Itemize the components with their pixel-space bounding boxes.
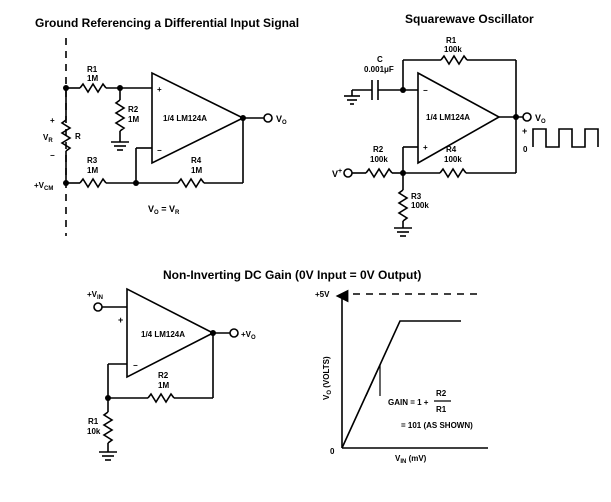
ni-r1-resistor [102,411,114,444]
r3-resistor [79,177,107,189]
ground-ref-circuit: Ground Referencing a Differential Input … [34,16,299,236]
sq-r2-resistor [365,167,393,179]
r4-value: 1M [191,166,202,175]
r1-value: 1M [87,74,98,83]
r-label: R [75,132,81,141]
r1-resistor [79,82,107,94]
gain-fraction-num: R2 [436,389,447,398]
opamp3-label: 1/4 LM124A [141,330,185,339]
r4-name: R4 [191,156,202,165]
graph-y-label: VO (VOLTS) [322,356,333,400]
vo-label-2: VO [535,113,546,125]
sq-r1-name: R1 [446,36,457,45]
opamp1-plus: + [157,85,162,94]
output-terminal-1 [263,113,273,123]
sq-r1-resistor [440,54,468,66]
sq-r4-resistor [439,167,467,179]
sq-r2-name: R2 [373,145,384,154]
opamp3-plus-marker: + [118,315,123,325]
gain-formula-text: GAIN = 1 + [388,398,429,407]
squarewave-waveform [532,128,599,148]
vr-minus: − [50,151,55,160]
vr-plus: + [50,116,55,125]
c-value: 0.001μF [364,65,394,74]
gain-value: = 101 (AS SHOWN) [401,421,473,430]
squarewave-opamp [417,71,501,165]
opamp2-label: 1/4 LM124A [426,113,470,122]
sq-r3-name: R3 [411,192,422,201]
r2-name: R2 [128,105,139,114]
vo-label-3: +VO [241,330,256,341]
output-terminal-2 [522,112,532,122]
r1-name: R1 [87,65,98,74]
r3-name: R3 [87,156,98,165]
r4-resistor [177,177,205,189]
sq-r4-name: R4 [446,145,457,154]
sq-r1-value: 100k [444,45,462,54]
noninverting-circuit: Non-Inverting DC Gain (0V Input = 0V Out… [87,268,421,461]
ground-symbol-ni [99,451,117,461]
opamp1-minus: − [157,146,162,155]
ground-symbol-r2 [111,141,129,151]
ground-ref-equation: VO = VR [148,204,180,216]
graph-5v-label: +5V [315,290,330,299]
r2-resistor [114,99,126,132]
ni-r1-value: 10k [87,427,101,436]
vo-label-1: VO [276,114,287,126]
squarewave-circuit: Squarewave Oscillator C 0.001μF R1 100k … [332,12,599,237]
opamp1-label: 1/4 LM124A [163,114,207,123]
sq-r3-resistor [397,189,409,222]
ni-r1-name: R1 [88,417,99,426]
opamp3-minus: − [133,361,138,370]
sq-r2-value: 100k [370,155,388,164]
opamp2-plus: + [423,143,428,152]
graph-x-label: VIN (mV) [395,454,427,465]
vr-source-resistor [60,119,72,152]
ni-r2-value: 1M [158,381,169,390]
sq-r3-value: 100k [411,201,429,210]
capacitor-c [371,80,379,100]
gain-graph: +5V 0 VO (VOLTS) VIN (mV) GAIN = 1 + R2 … [315,289,488,465]
ground-symbol-r3 [394,227,412,237]
output-terminal-3 [229,328,239,338]
vplus-label: V+ [332,168,342,179]
r2-value: 1M [128,115,139,124]
slope-triangle [365,364,381,397]
vin-label: +VIN [87,290,103,301]
c-name: C [377,55,383,64]
ground-ref-opamp [151,71,245,165]
ni-r2-name: R2 [158,371,169,380]
transfer-curve [341,320,461,449]
gain-fraction-den: R1 [436,405,447,414]
noninverting-title: Non-Inverting DC Gain (0V Input = 0V Out… [163,268,421,282]
r3-value: 1M [87,166,98,175]
vcm-label: +VCM [34,181,53,192]
ni-r2-resistor [147,392,175,404]
squarewave-title: Squarewave Oscillator [405,12,534,26]
opamp2-minus: − [423,86,428,95]
ground-symbol-cap [344,95,360,105]
wave-zero: 0 [523,145,528,154]
noninverting-opamp [126,287,215,379]
graph-origin: 0 [330,447,335,456]
vr-label: VR [43,133,53,144]
sq-r4-value: 100k [444,155,462,164]
vin-terminal [93,302,103,312]
wave-plus: + [522,126,527,136]
ground-ref-title: Ground Referencing a Differential Input … [35,16,299,30]
vplus-terminal [343,168,353,178]
